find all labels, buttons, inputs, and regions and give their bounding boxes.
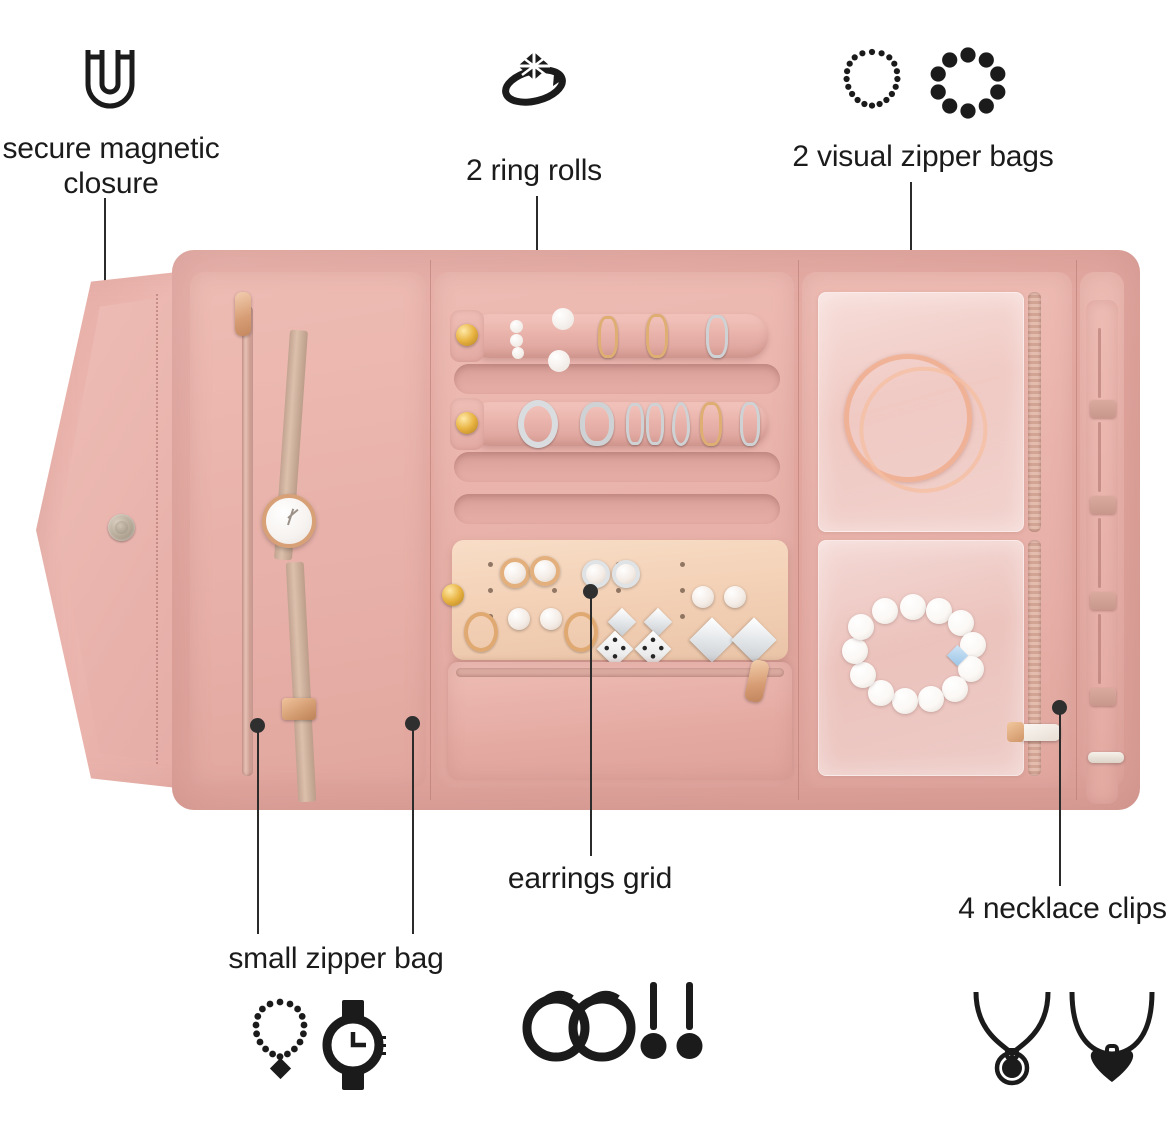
ring-silver-twist	[740, 402, 760, 446]
necklace-clip-4	[1090, 688, 1116, 706]
callout-label-small-zipper-bag: small zipper bag	[228, 942, 444, 975]
earrings-grid-panel	[442, 540, 788, 668]
roll-groove-3	[454, 494, 780, 524]
callout-dot-small-zipper-bag-left	[250, 718, 265, 733]
panel-seam-1	[430, 260, 431, 800]
necklace-clip-3	[1090, 592, 1116, 610]
leader-line-small-zipper-bag	[412, 730, 414, 934]
magnetic-snap-button	[108, 514, 135, 541]
earring-hoop-1	[464, 612, 498, 652]
earrings-icon	[516, 976, 703, 1062]
earring-pearl-stud-2	[724, 586, 746, 608]
callout-label-secure-magnetic-closure: secure magnetic closure	[2, 132, 220, 200]
earring-pearl-halo-2	[530, 556, 560, 586]
zipper-bag-2-pull	[1007, 722, 1060, 742]
ring-roll-1	[450, 308, 768, 372]
necklace-watch-icon	[250, 998, 400, 1098]
earring-crystal-halo-2	[612, 560, 640, 588]
earring-pearl-stud-3	[508, 608, 530, 630]
ring-roll-1-snap	[456, 324, 478, 346]
organizer-body	[172, 250, 1140, 810]
roll-groove-1	[454, 364, 780, 394]
pearl-bracelet	[838, 594, 988, 714]
ring-silver-band-2	[626, 403, 644, 445]
callout-dot-earrings-grid	[583, 584, 598, 599]
ring-cluster	[518, 400, 558, 448]
flap-stitching	[156, 294, 158, 764]
grid-hole	[616, 588, 621, 593]
ring-gold-x	[700, 402, 722, 446]
diamond-ring-icon	[498, 48, 570, 110]
earring-pave-2	[731, 617, 777, 663]
zipper-bag-2-zipper	[1028, 540, 1041, 776]
clip-slot-2	[1098, 422, 1101, 492]
panel-zipper	[242, 306, 253, 776]
watch-face	[262, 494, 316, 548]
callout-label-earrings-grid: earrings grid	[507, 862, 673, 895]
ring-gold-band-1	[598, 316, 618, 358]
ring-silver-band-3	[646, 403, 664, 445]
clip-strip-zipper-pull	[1088, 752, 1124, 763]
roll-groove-2	[454, 452, 780, 482]
small-zipper-pocket	[448, 658, 792, 780]
ring-roll-2-snap	[456, 412, 478, 434]
earring-crystal-halo-1	[582, 560, 610, 588]
watch-strap-lower	[285, 561, 317, 803]
zipper-bags-panel	[802, 272, 1072, 788]
clip-slot-4	[1098, 614, 1101, 684]
zipper-pull-icon	[235, 292, 251, 336]
clip-slot-1	[1098, 328, 1101, 398]
grid-hole	[552, 588, 557, 593]
callout-label-visual-zipper-bags: 2 visual zipper bags	[792, 140, 1054, 173]
watch-panel	[190, 272, 426, 803]
earring-pearl-stud-4	[540, 608, 562, 630]
panel-seam-3	[1076, 260, 1077, 800]
earring-pearl-stud-1	[692, 586, 714, 608]
ring-pearl-stud-1	[552, 308, 574, 330]
ring-silver-band-1	[706, 315, 728, 358]
callout-label-necklace-clips: 4 necklace clips	[958, 892, 1167, 925]
earring-pave-1	[689, 617, 735, 663]
ring-halo-stone	[580, 402, 614, 446]
earring-diamond-2	[643, 607, 673, 637]
beaded-jewelry-icon	[840, 47, 1010, 119]
small-pocket-zipper-pull	[743, 658, 771, 704]
callout-dot-small-zipper-bag	[405, 716, 420, 731]
ring-gold-chevron	[646, 314, 668, 358]
earring-hoop-2	[564, 612, 598, 652]
clip-slot-3	[1098, 518, 1101, 588]
zipper-bag-1-zipper	[1028, 292, 1041, 532]
leader-line-small-zipper-bag-left	[257, 732, 259, 934]
earring-grid-snap	[442, 584, 464, 606]
earring-pearl-halo-1	[500, 558, 530, 588]
small-pocket-zipper	[456, 668, 784, 677]
callout-dot-necklace-clips	[1052, 700, 1067, 715]
watch-buckle	[282, 698, 316, 720]
ring-marquise	[672, 402, 690, 446]
grid-hole	[488, 562, 493, 567]
callout-label-ring-rolls: 2 ring rolls	[466, 154, 602, 187]
ring-and-earring-panel	[434, 272, 794, 788]
ring-pearl-c	[512, 347, 524, 359]
grid-hole	[488, 588, 493, 593]
ring-pearl-a	[510, 320, 523, 333]
leader-line-necklace-clips	[1059, 714, 1061, 886]
necklace-clip-strip	[1086, 300, 1124, 804]
necklace-clip-1	[1090, 400, 1116, 418]
ring-roll-2	[450, 398, 768, 450]
grid-hole	[680, 588, 685, 593]
ring-pearl-b	[510, 334, 523, 347]
magnet-icon	[80, 44, 140, 116]
ring-pearl-stud-2	[548, 350, 570, 372]
necklace-clip-2	[1090, 496, 1116, 514]
leader-line-earrings-grid	[590, 598, 592, 856]
necklace-pendant-icon	[968, 988, 1155, 1086]
grid-hole	[680, 614, 685, 619]
product-photo-jewelry-roll	[36, 250, 1140, 810]
grid-hole	[680, 562, 685, 567]
necklace-clip-panel	[1080, 272, 1124, 804]
panel-seam-2	[798, 260, 799, 800]
